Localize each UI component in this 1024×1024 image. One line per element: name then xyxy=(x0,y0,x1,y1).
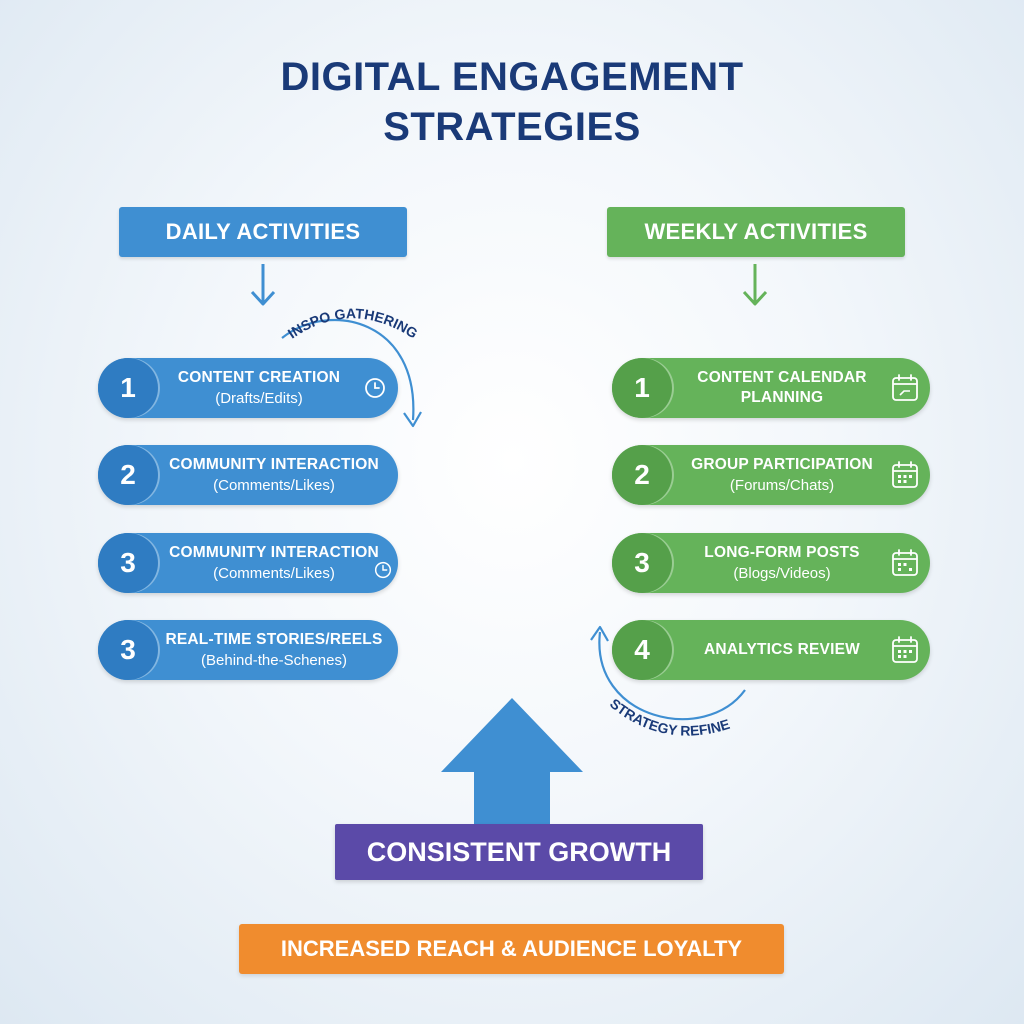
step-number: 3 xyxy=(98,533,158,593)
daily-activities-header: DAILY ACTIVITIES xyxy=(119,207,407,257)
daily-item-2: 2 COMMUNITY INTERACTION (Comments/Likes) xyxy=(98,445,398,505)
page-title: DIGITAL ENGAGEMENT STRATEGIES xyxy=(0,52,1024,152)
title-line-2: STRATEGIES xyxy=(383,105,641,149)
strategy-refine-label: STRATEGY REFINE xyxy=(607,695,732,738)
step-number: 2 xyxy=(612,445,672,505)
item-subtitle: (Drafts/Edits) xyxy=(215,389,303,407)
weekly-down-arrow xyxy=(742,264,768,306)
item-title: REAL-TIME STORIES/REELS xyxy=(165,630,383,648)
item-title: CONTENT CALENDAR xyxy=(697,369,867,386)
item-subtitle: (Forums/Chats) xyxy=(729,476,835,494)
daily-down-arrow xyxy=(250,264,276,306)
item-title: COMMUNITY INTERACTION xyxy=(169,455,379,473)
outcome-box: INCREASED REACH & AUDIENCE LOYALTY xyxy=(239,924,784,974)
daily-item-3: 3 COMMUNITY INTERACTION (Comments/Likes) xyxy=(98,533,398,593)
weekly-activities-header: WEEKLY ACTIVITIES xyxy=(607,207,905,257)
step-number: 1 xyxy=(612,358,672,418)
inspo-loop-arrow xyxy=(281,318,422,428)
item-title: GROUP PARTICIPATION xyxy=(691,455,873,473)
item-subtitle: (Comments/Likes) xyxy=(213,476,335,494)
step-number: 1 xyxy=(98,358,158,418)
clock-icon xyxy=(365,378,385,398)
growth-up-arrow xyxy=(441,698,583,824)
item-title: LONG-FORM POSTS xyxy=(704,543,860,561)
calendar-icon xyxy=(892,636,918,663)
clock-icon xyxy=(374,561,392,579)
step-number: 3 xyxy=(612,533,672,593)
item-title: ANALYTICS REVIEW xyxy=(704,641,860,658)
daily-item-4: 3 REAL-TIME STORIES/REELS (Behind-the-Sc… xyxy=(98,620,398,680)
consistent-growth-box: CONSISTENT GROWTH xyxy=(335,824,703,880)
item-title: COMMUNITY INTERACTION xyxy=(169,543,379,561)
daily-item-1: 1 CONTENT CREATION (Drafts/Edits) xyxy=(98,358,398,418)
item-subtitle: PLANNING xyxy=(740,389,824,406)
step-number: 4 xyxy=(612,620,672,680)
step-number: 3 xyxy=(98,620,158,680)
item-subtitle: (Blogs/Videos) xyxy=(733,564,831,582)
item-subtitle: (Comments/Likes) xyxy=(213,564,335,582)
calendar-icon xyxy=(892,549,918,576)
item-title: CONTENT CREATION xyxy=(177,368,341,386)
weekly-item-4: 4 ANALYTICS REVIEW xyxy=(612,620,930,680)
weekly-item-2: 2 GROUP PARTICIPATION (Forums/Chats) xyxy=(612,445,930,505)
weekly-item-3: 3 LONG-FORM POSTS (Blogs/Videos) xyxy=(612,533,930,593)
calendar-icon xyxy=(892,461,918,488)
weekly-item-1: 1 CONTENT CALENDAR PLANNING xyxy=(612,358,930,418)
item-subtitle: (Behind-the-Schenes) xyxy=(201,651,347,669)
calendar-icon xyxy=(892,374,918,401)
step-number: 2 xyxy=(98,445,158,505)
title-line-1: DIGITAL ENGAGEMENT xyxy=(280,55,744,99)
strategy-refine-loop-arrow xyxy=(590,625,746,721)
inspo-gathering-label: INSPO GATHERING xyxy=(285,305,421,341)
